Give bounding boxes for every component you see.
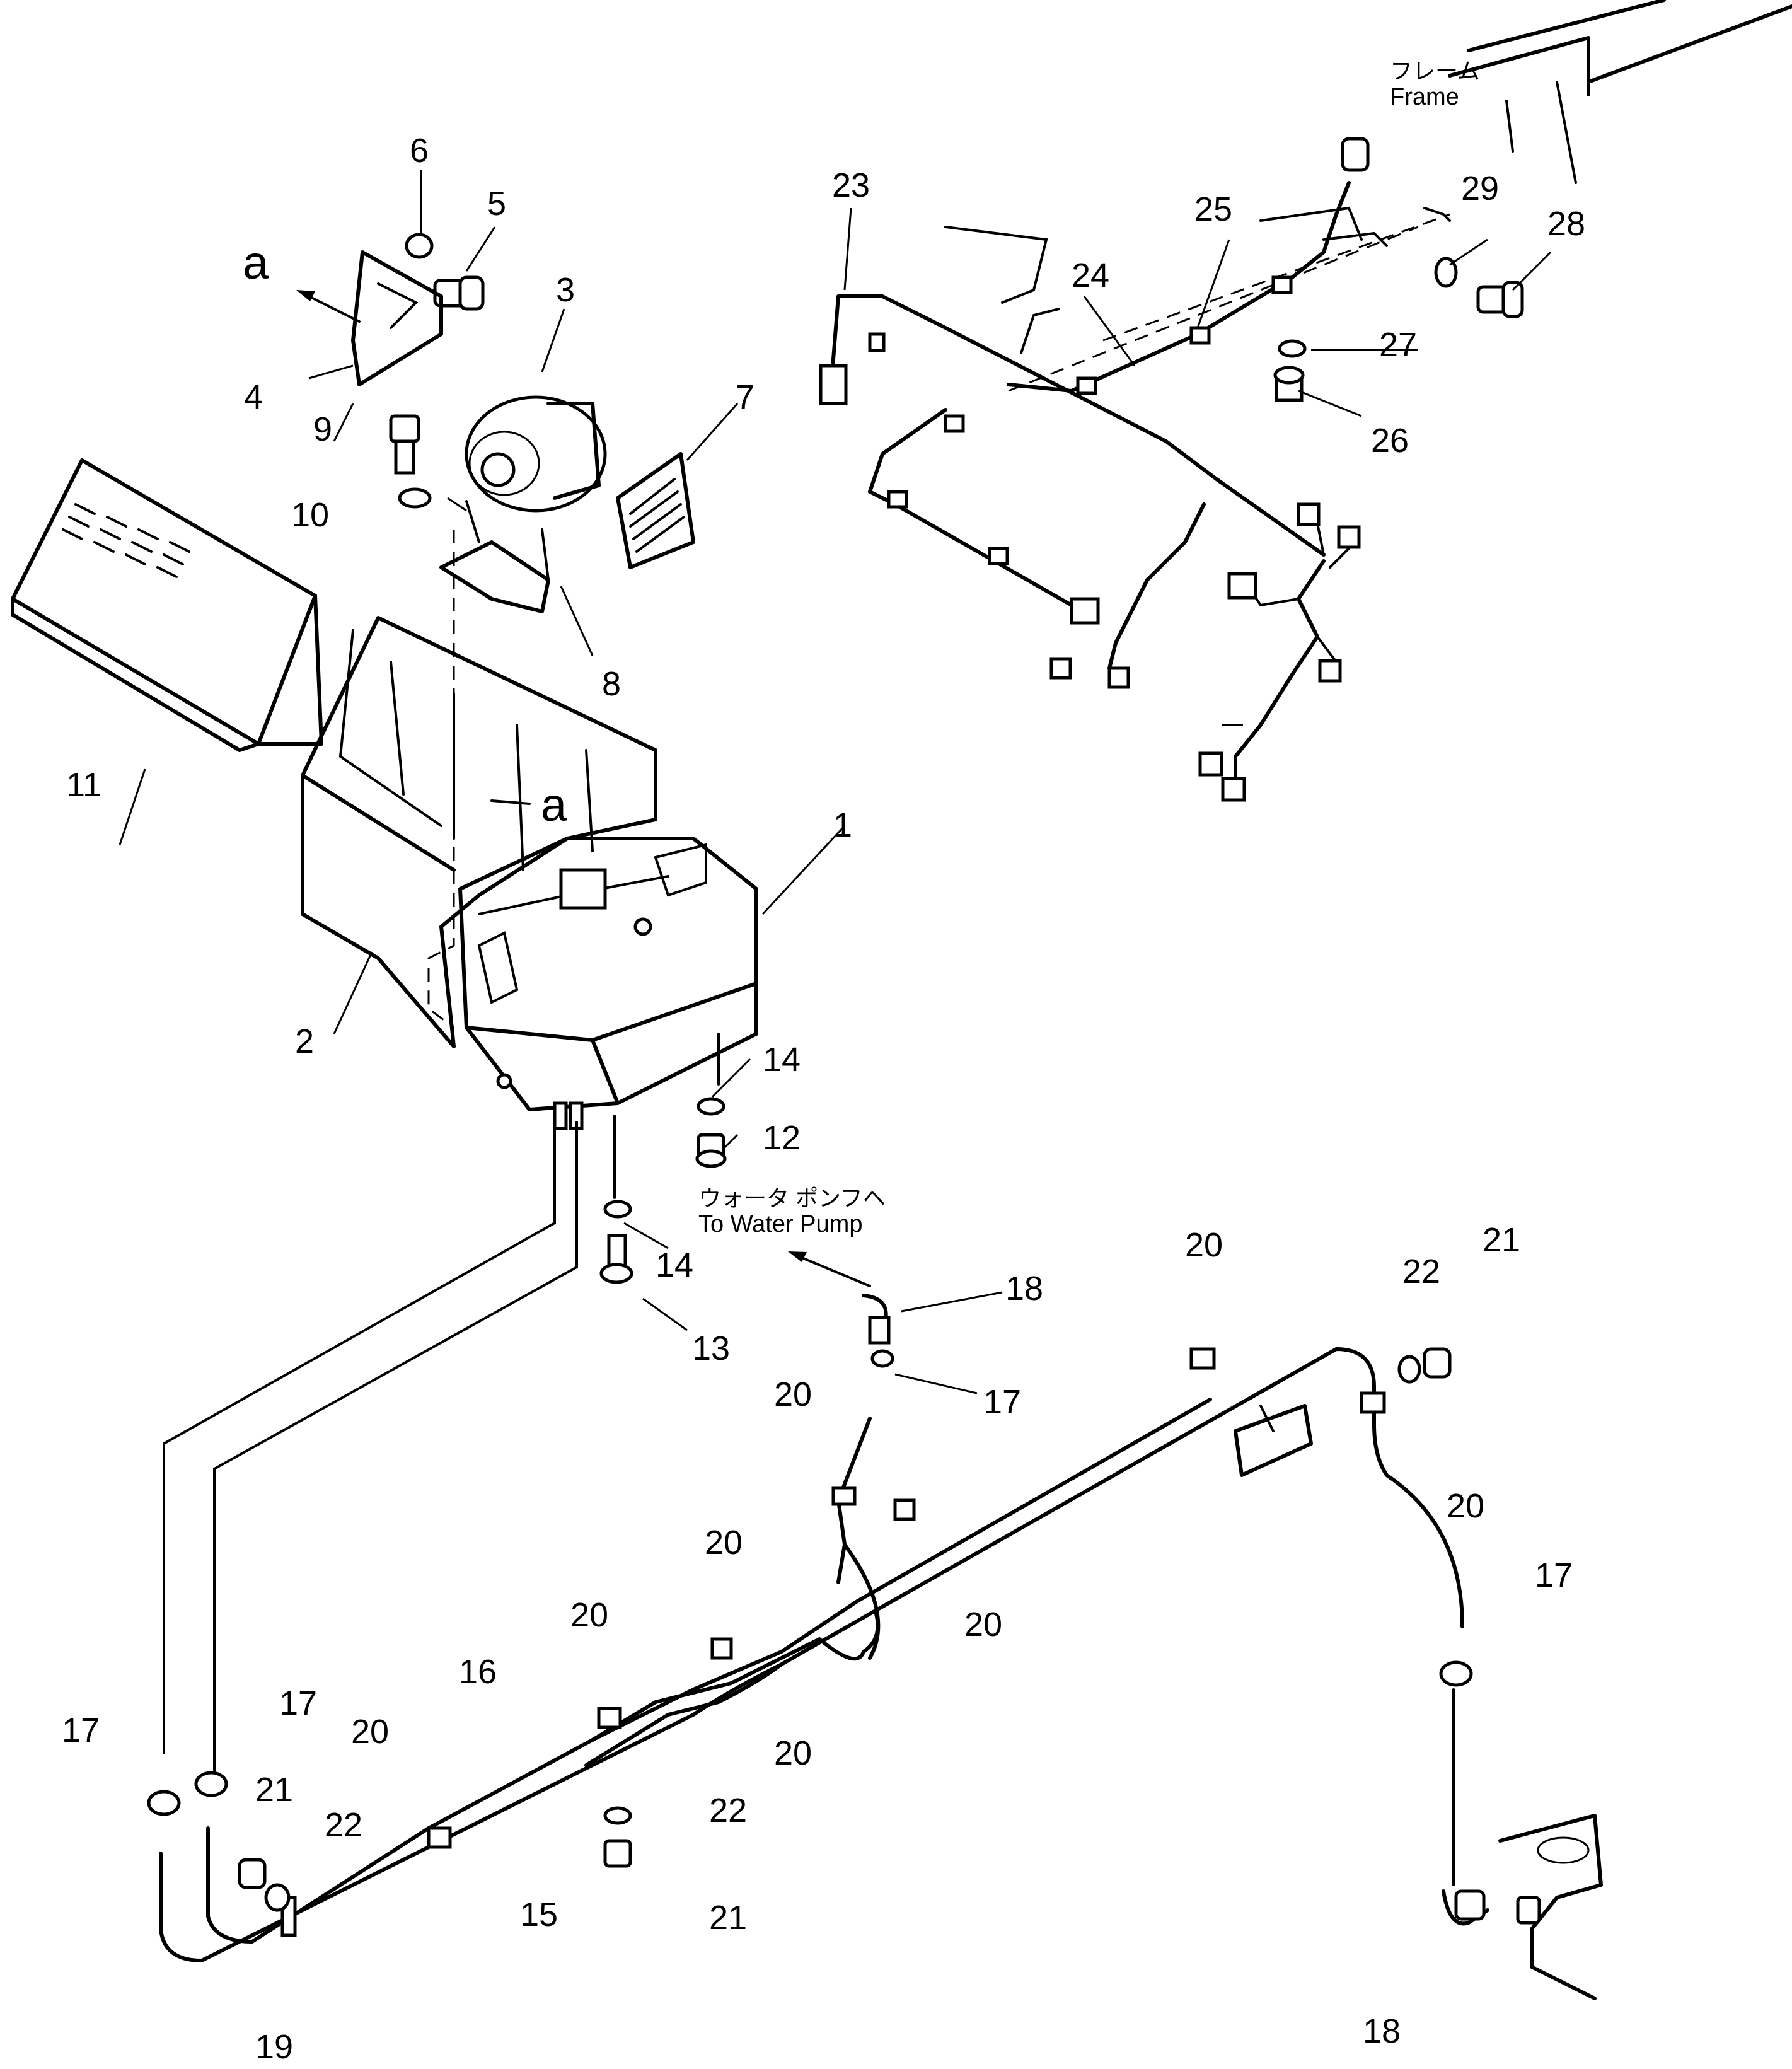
callout-2: 2: [295, 1023, 315, 1060]
callout-21a: 21: [1483, 1221, 1521, 1259]
callout-20e: 20: [964, 1606, 1003, 1643]
cover-panel: [11, 458, 323, 752]
view-marker-a-console: a: [541, 779, 567, 831]
console-housing: [301, 530, 758, 1130]
callout-17c: 17: [279, 1684, 318, 1722]
water-pump-note-jp: ウォータ ポンフヘ: [698, 1185, 886, 1211]
motor-assembly: [351, 233, 695, 613]
callout-21c: 21: [709, 1899, 748, 1937]
callout-6: 6: [410, 132, 429, 170]
callout-7: 7: [736, 378, 755, 416]
callout-17b: 17: [1535, 1556, 1573, 1594]
callout-14b: 14: [656, 1246, 694, 1284]
bolt-group-26-29: [1273, 257, 1524, 402]
callout-20d: 20: [705, 1524, 743, 1562]
callout-3: 3: [556, 271, 575, 309]
callout-13: 13: [692, 1330, 731, 1367]
callout-14a: 14: [763, 1041, 801, 1079]
frame-note-jp: フレーム: [1390, 58, 1480, 84]
callout-17d: 17: [62, 1712, 100, 1749]
callout-28: 28: [1547, 205, 1586, 243]
frame-note-en: Frame: [1390, 84, 1459, 111]
callout-4: 4: [244, 378, 263, 416]
callout-20g: 20: [351, 1713, 390, 1751]
callout-20b: 20: [774, 1376, 812, 1413]
callout-23: 23: [832, 166, 870, 204]
callout-16: 16: [459, 1653, 497, 1691]
callout-26: 26: [1371, 422, 1409, 460]
direction-arrows: [296, 290, 871, 1287]
leader-lines: [119, 170, 1552, 1394]
callout-11: 11: [66, 766, 102, 804]
callout-17a: 17: [983, 1383, 1022, 1421]
callout-20h: 20: [774, 1734, 812, 1772]
callout-20c: 20: [1447, 1487, 1485, 1525]
callout-18b: 18: [1363, 2012, 1401, 2050]
callout-18a: 18: [1005, 1270, 1044, 1307]
callout-8: 8: [602, 665, 621, 703]
callout-21b: 21: [255, 1771, 294, 1809]
callout-22b: 22: [325, 1806, 363, 1844]
hose-lines: [159, 1121, 1464, 1962]
callout-22c: 22: [709, 1792, 748, 1829]
callout-27: 27: [1379, 326, 1418, 364]
wiring-harness: [819, 137, 1388, 802]
callout-1: 1: [833, 806, 853, 844]
callout-29: 29: [1461, 170, 1500, 207]
water-pump-note: ウォータ ポンフヘ To Water Pump: [698, 1185, 886, 1239]
callout-20f: 20: [570, 1596, 609, 1634]
callout-19: 19: [255, 2028, 294, 2066]
frame-member: [944, 0, 1792, 392]
callout-24: 24: [1072, 257, 1110, 294]
callout-5: 5: [487, 185, 507, 223]
callout-15: 15: [520, 1896, 558, 1933]
callout-9: 9: [313, 410, 333, 448]
frame-note: フレーム Frame: [1390, 58, 1480, 112]
hose-fittings: [147, 1294, 1603, 2000]
water-pump-note-en: To Water Pump: [698, 1211, 863, 1238]
callout-20a: 20: [1185, 1226, 1223, 1264]
bolts-12-13-14: [599, 1033, 727, 1284]
callout-25: 25: [1194, 190, 1233, 228]
callout-10: 10: [291, 496, 330, 534]
callout-12: 12: [763, 1119, 801, 1157]
view-marker-a-top: a: [243, 236, 269, 289]
callout-22a: 22: [1402, 1253, 1441, 1290]
